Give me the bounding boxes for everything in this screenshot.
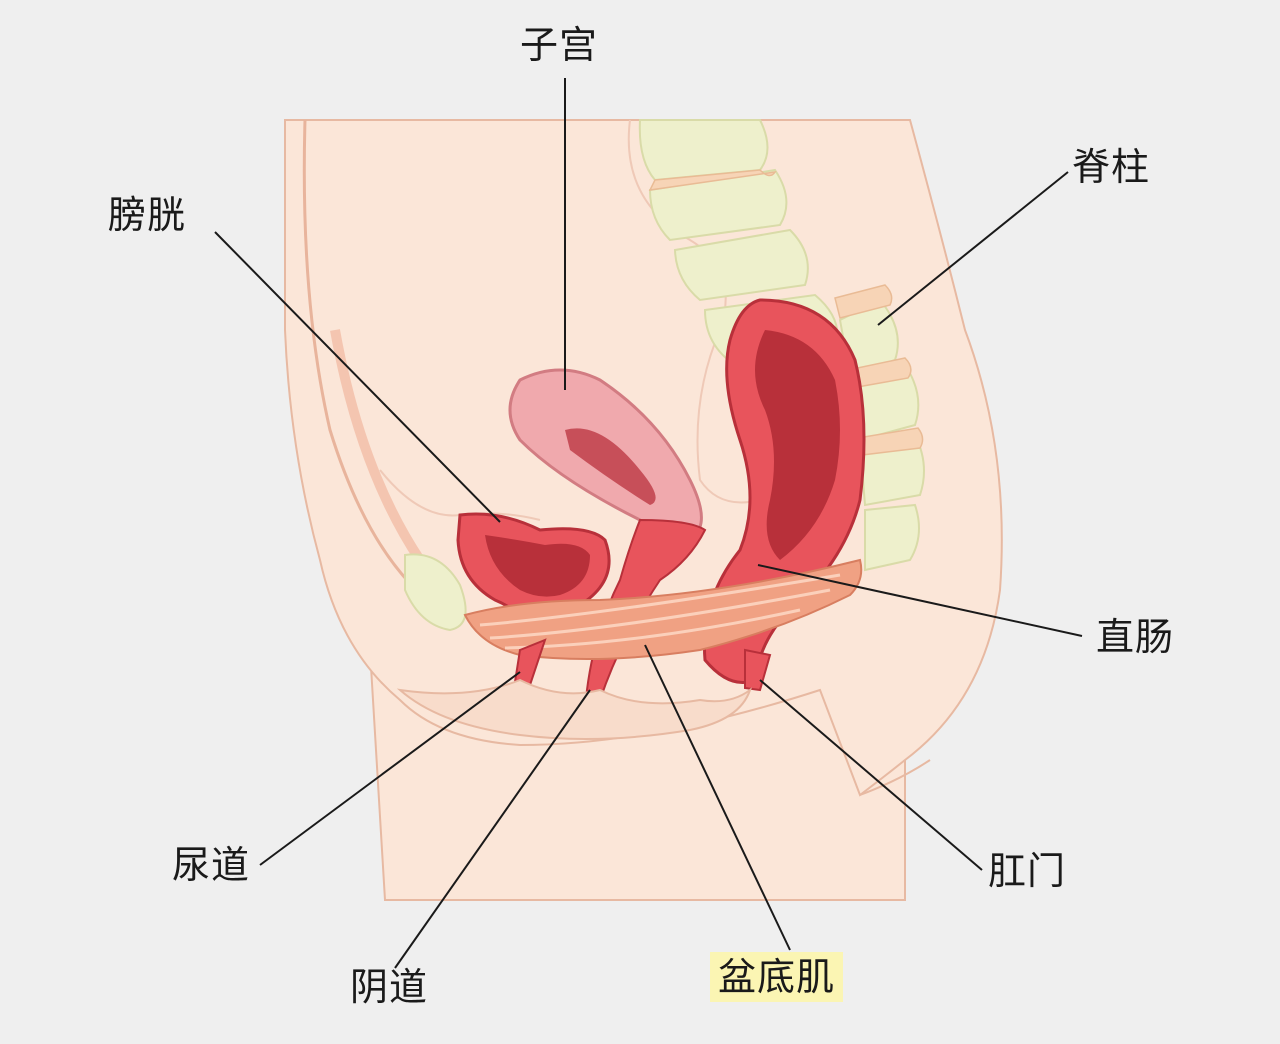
uterus-cavity	[565, 428, 656, 505]
label-bladder: 膀胱	[108, 193, 187, 237]
anus-opening	[744, 648, 772, 692]
perineum-skin	[396, 678, 752, 740]
label-pelvic-floor: 盆底肌	[710, 952, 844, 1002]
anus-leader	[759, 679, 983, 871]
label-anus: 肛门	[988, 849, 1067, 893]
pelvic-floor-muscle	[463, 558, 863, 660]
label-rectum: 直肠	[1096, 615, 1175, 659]
bladder-leader	[214, 231, 501, 523]
bladder-inner	[485, 535, 590, 597]
rectum-inner	[755, 330, 840, 560]
label-vagina: 阴道	[350, 965, 429, 1009]
vagina-leader	[394, 689, 591, 969]
buttock-fold	[859, 759, 931, 796]
rectum-leader	[757, 564, 1083, 637]
label-urethra: 尿道	[172, 843, 251, 887]
label-uterus: 子宫	[520, 23, 599, 67]
urethra-leader	[259, 671, 521, 866]
label-spine: 脊柱	[1072, 145, 1151, 189]
pubic-bone	[404, 553, 467, 632]
leader-lines	[214, 78, 1083, 969]
abdominal-wall	[302, 119, 441, 612]
spine-discs	[648, 169, 924, 456]
pelvic-floor-leader	[644, 644, 791, 951]
spine-leader	[877, 171, 1069, 326]
abdominal-inner-line	[330, 329, 425, 563]
